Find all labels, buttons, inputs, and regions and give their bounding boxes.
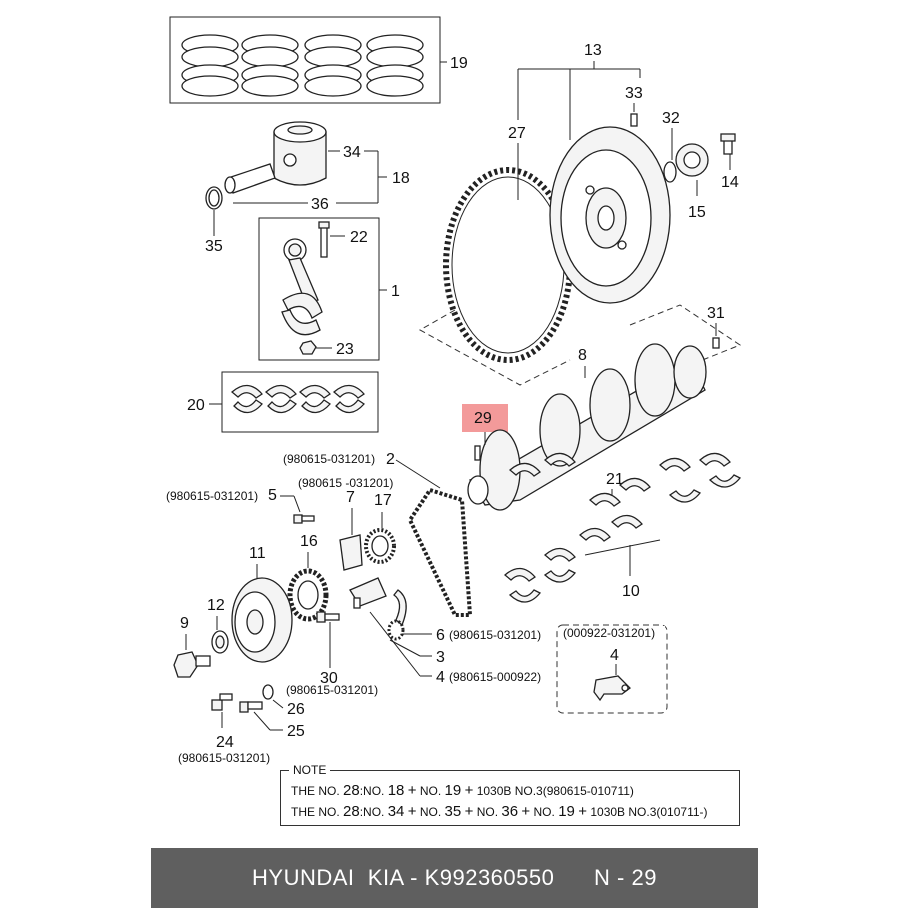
bolt-25[interactable] <box>239 701 263 713</box>
bolt-24[interactable] <box>211 693 233 711</box>
chain-guide[interactable] <box>349 577 387 609</box>
label-9: 9 <box>180 615 189 632</box>
code-inset: (000922-031201) <box>563 626 655 640</box>
inset-tensioner-part[interactable] <box>593 675 631 702</box>
rod-bearing-set[interactable] <box>230 384 365 414</box>
washer-12[interactable] <box>211 630 229 654</box>
label-6: 6 <box>436 627 445 644</box>
label-25: 25 <box>287 723 305 740</box>
code-24: (980615-031201) <box>178 751 270 765</box>
label-33: 33 <box>625 85 643 102</box>
camshaft-sprocket[interactable] <box>364 528 396 564</box>
timing-parts-group: (980615-031201) 5 (980615 -031201) 7 17 … <box>166 476 541 765</box>
code-4: (980615-000922) <box>449 670 541 684</box>
idler-sprocket[interactable] <box>387 619 405 641</box>
label-24: 24 <box>216 734 234 751</box>
crank-key[interactable] <box>712 337 720 349</box>
washer-26[interactable] <box>262 684 274 700</box>
label-26: 26 <box>287 701 305 718</box>
flywheel-bolt[interactable] <box>720 133 736 155</box>
note-title: NOTE <box>289 763 331 777</box>
label-1: 1 <box>391 283 400 300</box>
dowel-pin[interactable] <box>630 113 638 127</box>
code-6: (980615-031201) <box>449 628 541 642</box>
highlight-part-29 <box>462 404 508 432</box>
inset-group: (000922-031201) 4 <box>556 624 668 714</box>
flywheel-group: 13 33 27 32 <box>418 42 742 386</box>
chain-tensioner[interactable] <box>339 534 363 571</box>
label-21: 21 <box>606 471 624 488</box>
reinforcement-plate[interactable] <box>675 143 709 177</box>
rod-nut[interactable] <box>299 340 317 355</box>
code-7: (980615 -031201) <box>298 476 393 490</box>
code-2: (980615-031201) <box>283 452 375 466</box>
label-27: 27 <box>508 125 526 142</box>
label-18: 18 <box>392 170 410 187</box>
main-bearings-upper[interactable] <box>508 452 731 507</box>
connecting-rod-group: 22 23 1 <box>258 217 400 361</box>
crank-pin-29[interactable] <box>474 445 481 461</box>
crankshaft-sprocket[interactable] <box>287 568 329 622</box>
label-36: 36 <box>311 196 329 213</box>
connecting-rod[interactable] <box>281 238 323 336</box>
flywheel[interactable] <box>549 126 671 304</box>
label-8: 8 <box>578 347 587 364</box>
code-5: (980615-031201) <box>166 489 258 503</box>
rod-bolt[interactable] <box>318 221 330 258</box>
label-32: 32 <box>662 110 680 127</box>
label-30: 30 <box>320 670 338 687</box>
label-3: 3 <box>436 649 445 666</box>
label-17: 17 <box>374 492 392 509</box>
code-30: (980615-031201) <box>286 683 378 697</box>
label-2: 2 <box>386 451 395 468</box>
label-14: 14 <box>721 174 739 191</box>
label-35: 35 <box>205 238 223 255</box>
footer-bar: HYUNDAI KIA - K992360550 N - 29 <box>151 848 758 908</box>
crankshaft-pulley[interactable] <box>231 577 293 663</box>
label-4-inset: 4 <box>610 647 619 664</box>
label-5: 5 <box>268 487 277 504</box>
note-box: NOTE THE NO. 28:NO. 18 + NO. 19 + 1030B … <box>280 763 740 826</box>
crankshaft[interactable] <box>467 343 707 511</box>
label-16: 16 <box>300 533 318 550</box>
label-12: 12 <box>207 597 225 614</box>
label-19: 19 <box>450 55 468 72</box>
main-bearings-lower[interactable] <box>503 474 742 603</box>
label-4: 4 <box>436 669 445 686</box>
label-20: 20 <box>187 397 205 414</box>
piston[interactable] <box>273 121 327 186</box>
snap-ring[interactable] <box>205 186 223 210</box>
piston-group: 34 18 36 35 <box>205 121 410 255</box>
bolt-30[interactable] <box>316 611 340 623</box>
note-line-1: THE NO. 28:NO. 18 + NO. 19 + 1030B NO.3(… <box>291 782 634 799</box>
note-line-2: THE NO. 28:NO. 34 + NO. 35 + NO. 36 + NO… <box>291 803 708 820</box>
piston-rings-group: 19 <box>169 16 468 104</box>
pilot-bearing[interactable] <box>663 161 677 183</box>
label-7: 7 <box>346 489 355 506</box>
label-10: 10 <box>622 583 640 600</box>
timing-chain[interactable] <box>407 487 473 617</box>
bolt-5[interactable] <box>293 514 315 524</box>
piston-ring-set[interactable] <box>181 34 424 97</box>
pulley-bolt[interactable] <box>173 651 211 678</box>
label-23: 23 <box>336 341 354 358</box>
label-34: 34 <box>343 144 361 161</box>
crankshaft-group: 31 8 29 21 <box>467 305 742 603</box>
label-22: 22 <box>350 229 368 246</box>
rod-bearings-group: 20 <box>187 371 379 433</box>
label-15: 15 <box>688 204 706 221</box>
label-13: 13 <box>584 42 602 59</box>
footer-text: HYUNDAI KIA - K992360550 N - 29 <box>252 865 657 890</box>
piston-pin[interactable] <box>224 163 276 194</box>
timing-chain-group: (980615-031201) 2 <box>283 451 473 617</box>
label-11: 11 <box>249 545 266 562</box>
label-31: 31 <box>707 305 725 322</box>
label-29: 29 <box>474 410 492 427</box>
